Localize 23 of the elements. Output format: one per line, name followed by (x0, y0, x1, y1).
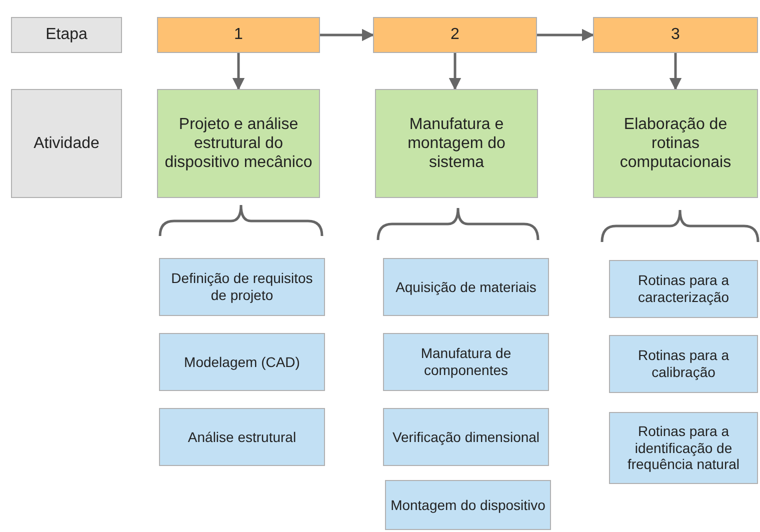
row-header-box: Etapa (11, 17, 122, 53)
activity-box: Elaboração de rotinas computacionais (593, 89, 758, 198)
arrow (232, 53, 245, 90)
task-box: Rotinas para a calibração (609, 335, 758, 393)
arrow (537, 28, 594, 42)
activity-box: Manufatura e montagem do sistema (375, 89, 538, 198)
stage-box: 2 (373, 17, 537, 53)
arrow (320, 28, 374, 42)
task-box: Modelagem (CAD) (159, 333, 325, 391)
arrow (669, 53, 682, 90)
activity-box: Projeto e análise estrutural do dispositivo mecânico (157, 89, 320, 198)
task-box: Rotinas para a identificação de frequência natural (609, 412, 758, 484)
stage-box: 3 (593, 17, 758, 53)
task-box: Análise estrutural (159, 408, 325, 466)
task-box: Definição de requisitos de projeto (159, 258, 325, 316)
task-box: Aquisição de materiais (383, 258, 549, 316)
task-box: Montagem do dispositivo (385, 480, 551, 530)
task-box: Manufatura de componentes (383, 333, 549, 391)
stage-box: 1 (157, 17, 320, 53)
row-header-box: Atividade (11, 89, 122, 198)
task-box: Verificação dimensional (383, 408, 549, 466)
arrow (448, 53, 462, 90)
task-box: Rotinas para a caracterização (609, 260, 758, 318)
